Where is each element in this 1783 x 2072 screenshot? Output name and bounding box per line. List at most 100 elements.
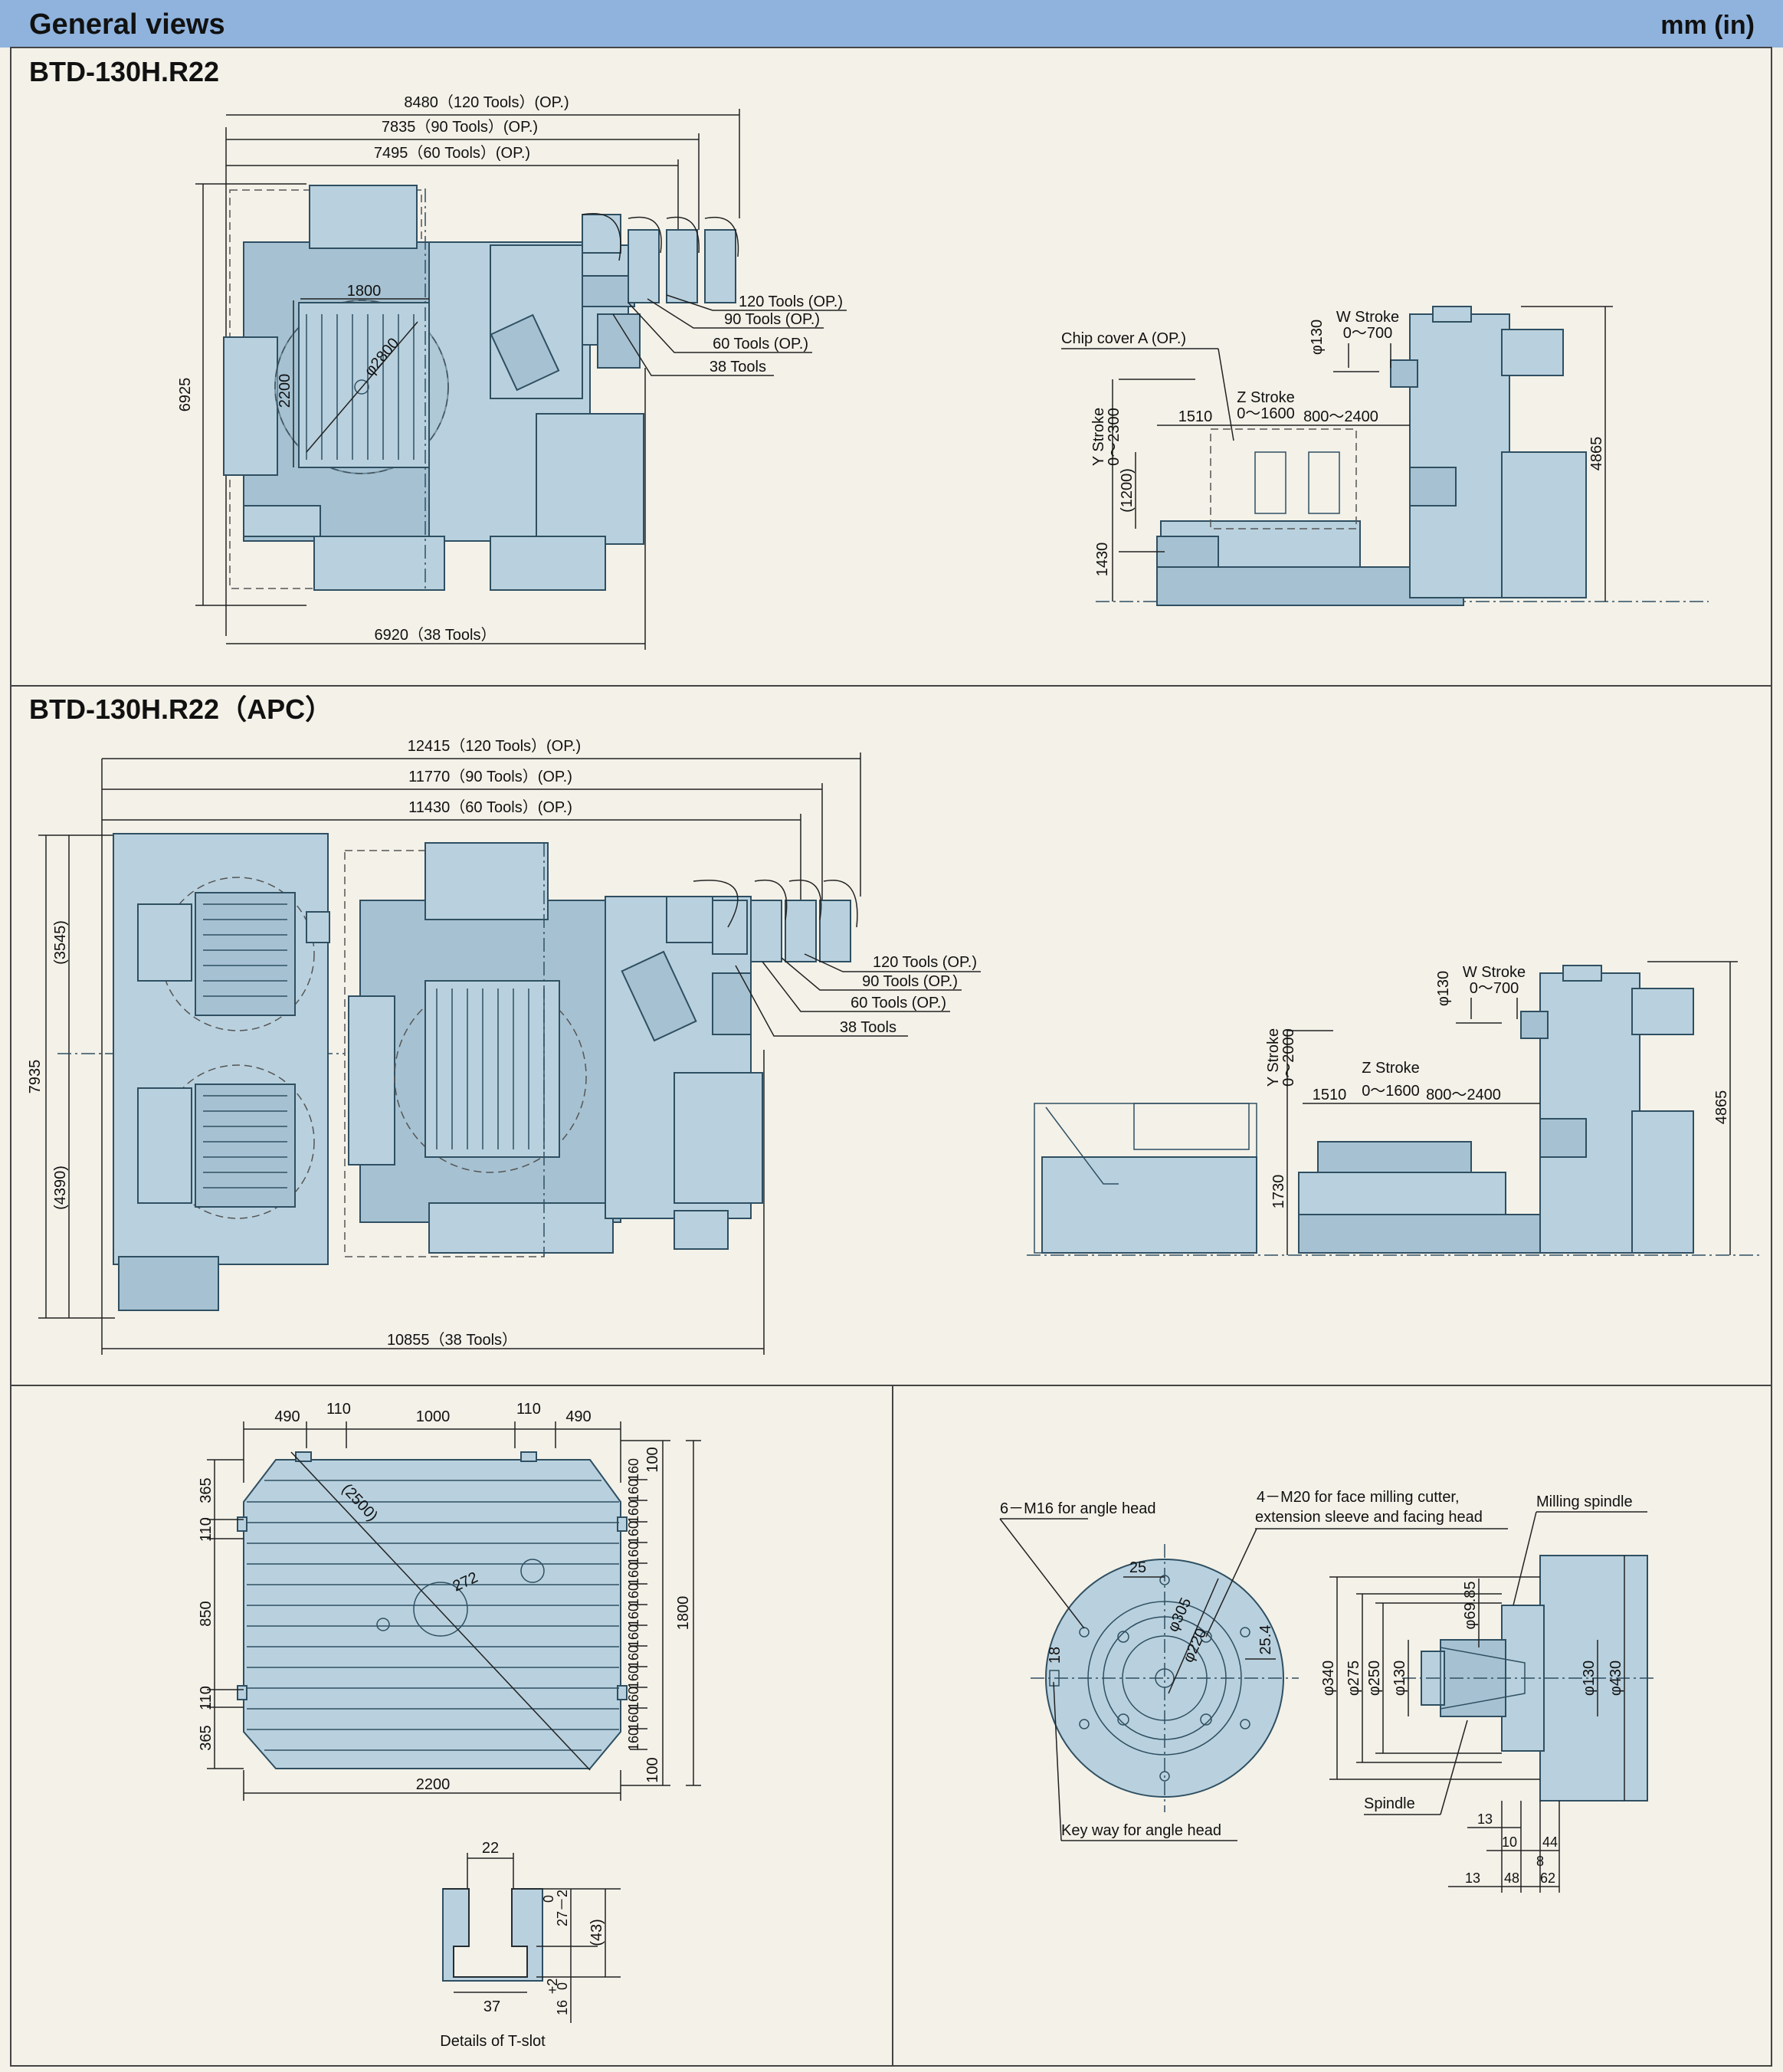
tslot-16: 16 [555, 2000, 570, 2015]
tbl-110a: 110 [326, 1401, 351, 1418]
s1-dim-depth: 6925 [177, 378, 194, 412]
s2-side-wval: 0～700 [1470, 980, 1519, 997]
s1-side-chip: Chip cover A (OP.) [1061, 330, 1186, 347]
tslot-16t: +2 [545, 1979, 560, 1995]
sp-b48: 48 [1504, 1870, 1519, 1886]
tslot-27: 27－2 [555, 1890, 570, 1926]
sp-milling: Milling spindle [1536, 1493, 1633, 1510]
sp-d250: φ250 [1366, 1661, 1383, 1696]
sp-m16: 6－M16 for angle head [1000, 1500, 1155, 1517]
tbl-2200: 2200 [416, 1776, 451, 1793]
tbl-slot-pitch-10: 160 [626, 1666, 641, 1689]
tslot-27z: 0 [541, 1895, 556, 1903]
tbl-slot-pitch-12: 160 [626, 1707, 641, 1730]
tbl-110b: 110 [516, 1401, 541, 1418]
tslot-43: (43) [588, 1919, 605, 1946]
s2-mag-60: 60 Tools (OP.) [851, 995, 946, 1011]
s1-side-1200: (1200) [1119, 468, 1136, 513]
s2-side-height: 4865 [1713, 1090, 1730, 1125]
sp-d340: φ340 [1320, 1661, 1337, 1696]
table-plan: 490 110 1000 110 490 [198, 1401, 701, 2050]
s2-side-1730: 1730 [1270, 1175, 1287, 1209]
tbl-slot-pitch-8: 160 [626, 1624, 641, 1647]
sp-d130b: φ130 [1581, 1661, 1598, 1696]
s2-dim-w60: 11430（60 Tools）(OP.) [408, 798, 572, 816]
s1-dim-w120: 8480（120 Tools）(OP.) [404, 93, 569, 111]
s1-table-depth: 2200 [277, 374, 293, 408]
tbl-slot-pitch-6: 160 [626, 1583, 641, 1606]
sp-b10: 10 [1502, 1834, 1517, 1850]
s2-side-ystroke: Y Stroke [1265, 1028, 1282, 1087]
s2-mag-90: 90 Tools (OP.) [862, 973, 958, 990]
sp-d6985: φ69.85 [1462, 1581, 1479, 1629]
tbl-490a: 490 [274, 1408, 300, 1425]
s2-mag-38: 38 Tools [840, 1019, 896, 1036]
s2-side-wstroke: W Stroke [1463, 964, 1526, 981]
sp-d430: φ430 [1608, 1661, 1624, 1696]
s1-side-wval: 0～700 [1343, 325, 1393, 342]
tbl-l365b: 365 [198, 1725, 215, 1750]
tslot-16z: 0 [555, 1982, 570, 1990]
sp-b13b: 13 [1465, 1870, 1480, 1886]
tbl-slot-pitch-3: 160 [626, 1521, 641, 1544]
tbl-r100b: 100 [644, 1757, 661, 1782]
s2-side-view: Y Stroke 0～2000 1730 1510 Z Stroke 0～160… [1027, 961, 1762, 1256]
s1-side-zval: 0～1600 [1237, 405, 1295, 422]
s1-top-view: 8480（120 Tools）(OP.) 7835（90 Tools）(OP.)… [177, 93, 847, 650]
s2-side-zstroke: Z Stroke [1362, 1060, 1420, 1077]
tbl-slot-pitch-7: 160 [626, 1604, 641, 1627]
s2-mag-120: 120 Tools (OP.) [873, 954, 977, 971]
tbl-1800: 1800 [675, 1596, 692, 1631]
s1-side-zstroke: Z Stroke [1237, 389, 1295, 406]
s1-table-width: 1800 [347, 283, 382, 300]
s1-side-1510: 1510 [1178, 408, 1213, 425]
s2-dim-w120: 12415（120 Tools）(OP.) [408, 737, 581, 755]
s1-side-800: 800～2400 [1303, 408, 1378, 425]
s2-side-zval: 0～1600 [1362, 1083, 1420, 1100]
tbl-slot-pitch-4: 160 [626, 1542, 641, 1565]
sp-m20b: extension sleeve and facing head [1255, 1509, 1483, 1526]
tbl-slot-pitch-13: 160 [626, 1728, 641, 1751]
s1-mag-120: 120 Tools (OP.) [739, 293, 843, 310]
spindle-detail: φ305 φ220 25 18 25.4 6－M16 for angle hea… [999, 1489, 1655, 1893]
tbl-l110a: 110 [198, 1517, 215, 1542]
sp-keyway: Key way for angle head [1061, 1822, 1221, 1839]
s1-side-height: 4865 [1588, 437, 1605, 471]
s1-side-yval: 0～2300 [1106, 408, 1123, 466]
s2-side-yval: 0～2000 [1280, 1028, 1297, 1087]
s2-dim-depth: 7935 [27, 1060, 44, 1094]
sp-d25: 25 [1129, 1559, 1146, 1576]
sp-d275: φ275 [1345, 1661, 1362, 1696]
s1-side-spindle: φ130 [1309, 320, 1326, 355]
sp-b62: 62 [1540, 1870, 1555, 1886]
tbl-slot-pitch-0: 160 [626, 1458, 641, 1481]
s2-dim-w90: 11770（90 Tools）(OP.) [408, 768, 572, 785]
s2-dim-w38: 10855（38 Tools） [387, 1331, 517, 1349]
header-bar [0, 0, 1783, 48]
s1-dim-w60: 7495（60 Tools）(OP.) [374, 144, 530, 162]
s2-side-1510: 1510 [1313, 1087, 1347, 1103]
tbl-slot-pitch-9: 160 [626, 1645, 641, 1668]
tbl-490b: 490 [565, 1408, 591, 1425]
s1-mag-60: 60 Tools (OP.) [713, 336, 808, 352]
s1-side-ystroke: Y Stroke [1090, 408, 1107, 466]
sp-d130a: φ130 [1391, 1661, 1408, 1696]
sp-b44: 44 [1542, 1834, 1558, 1850]
tbl-1000: 1000 [416, 1408, 451, 1425]
tslot-22: 22 [482, 1840, 499, 1857]
sp-m20a: 4－M20 for face milling cutter, [1257, 1489, 1460, 1506]
section1-model: BTD-130H.R22 [29, 56, 219, 87]
tbl-slot-pitch-1: 160 [626, 1479, 641, 1502]
section2-model: BTD-130H.R22（APC） [29, 693, 333, 725]
tbl-l365a: 365 [198, 1477, 215, 1503]
s2-side-800: 800～2400 [1426, 1087, 1501, 1103]
tbl-l850: 850 [198, 1601, 215, 1626]
sheet-title: General views [29, 8, 225, 41]
s1-side-view: Y Stroke 0～2300 (1200) 1430 1510 Z Strok… [1061, 306, 1709, 606]
s1-mag-90: 90 Tools (OP.) [724, 311, 820, 328]
tbl-l110b: 110 [198, 1686, 215, 1710]
tslot-caption: Details of T-slot [440, 2033, 546, 2050]
s2-side-spindle: φ130 [1435, 971, 1452, 1006]
s2-top-view: 12415（120 Tools）(OP.) 11770（90 Tools）(OP… [27, 737, 981, 1355]
